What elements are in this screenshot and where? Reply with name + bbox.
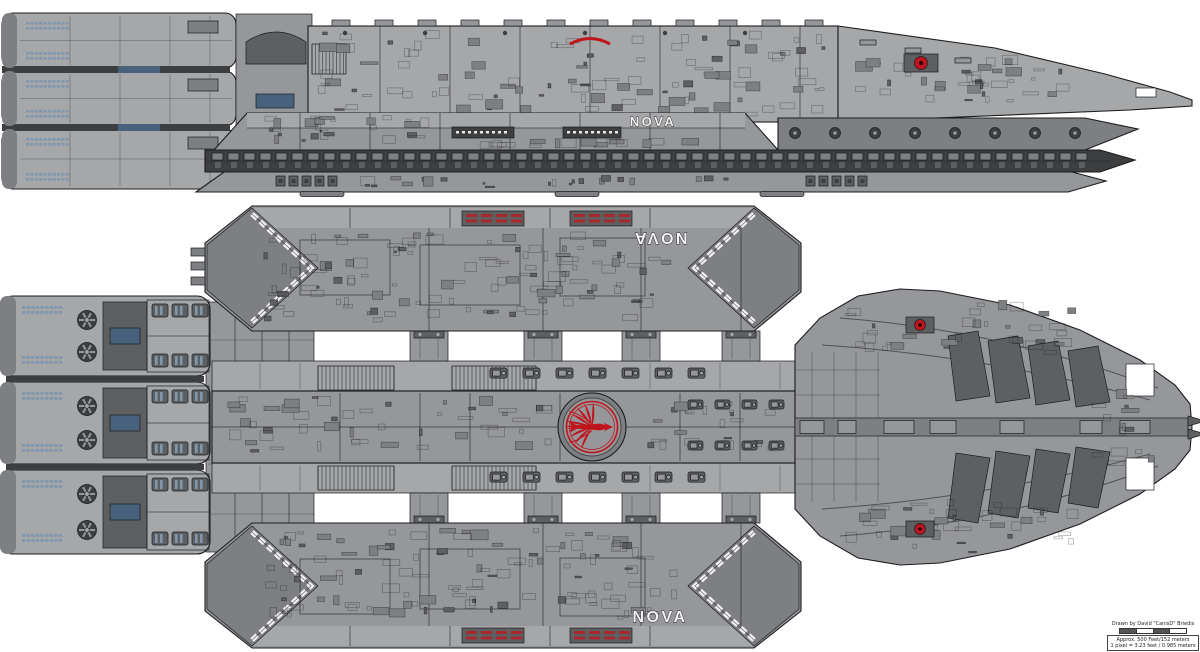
bow-prong-lower: [1187, 428, 1200, 440]
bow-prong-upper: [1187, 415, 1200, 427]
top-view: NOVA NOVA: [0, 205, 1200, 649]
flight-pod-side: NOVA: [194, 112, 1140, 197]
bridge-window: [1135, 87, 1157, 98]
hull-emblem-side: [903, 53, 939, 73]
bow-section-top: [794, 288, 1200, 566]
nova-label-side: NOVA: [630, 114, 677, 129]
bow-emblem-lower: [905, 520, 935, 538]
flight-pod-upper: NOVA: [190, 205, 802, 332]
approx-length-line: Approx. 500 Feet/152 meters: [1116, 637, 1190, 643]
phoenix-seal: [557, 392, 627, 462]
main-hull-side: [299, 19, 1193, 157]
phoenix-bird-icon: [564, 402, 613, 450]
pixel-scale-line: 1 pixel = 3.23 feet / 0.985 meters: [1110, 643, 1196, 649]
nova-label-upper-pod: NOVA: [632, 229, 687, 246]
pod-struts: [409, 330, 761, 524]
nova-label-lower-pod: NOVA: [632, 609, 687, 626]
scale-bar: [1119, 628, 1187, 634]
flight-pod-lower: NOVA: [204, 522, 802, 649]
artist-credit-line: Drawn by David "CanisD" Briedis: [1111, 621, 1195, 627]
red-dome-detail: [569, 37, 611, 46]
engine-block-top: [0, 295, 211, 555]
bow-emblem-upper: [905, 316, 935, 334]
side-view: NOVA: [1, 12, 1193, 197]
engine-block-side: [1, 12, 237, 190]
credits-box: Drawn by David "CanisD" Briedis Approx. …: [1107, 621, 1199, 651]
central-hull-top: [211, 360, 1186, 494]
